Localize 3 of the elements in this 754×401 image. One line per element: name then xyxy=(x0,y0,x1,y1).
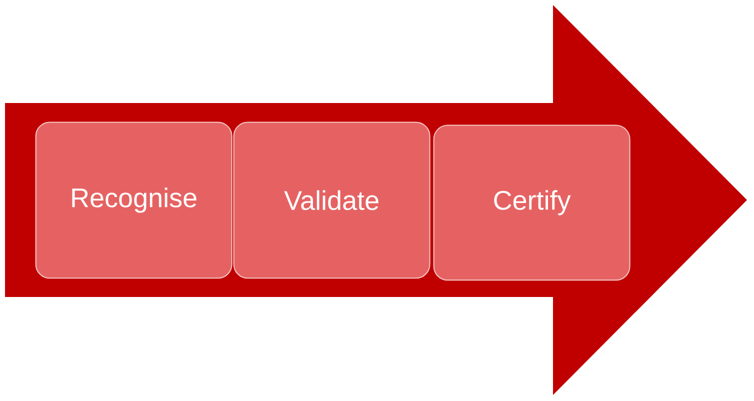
process-box: Recognise xyxy=(35,122,232,279)
process-box: Certify xyxy=(433,124,630,281)
process-box: Validate xyxy=(233,122,430,279)
